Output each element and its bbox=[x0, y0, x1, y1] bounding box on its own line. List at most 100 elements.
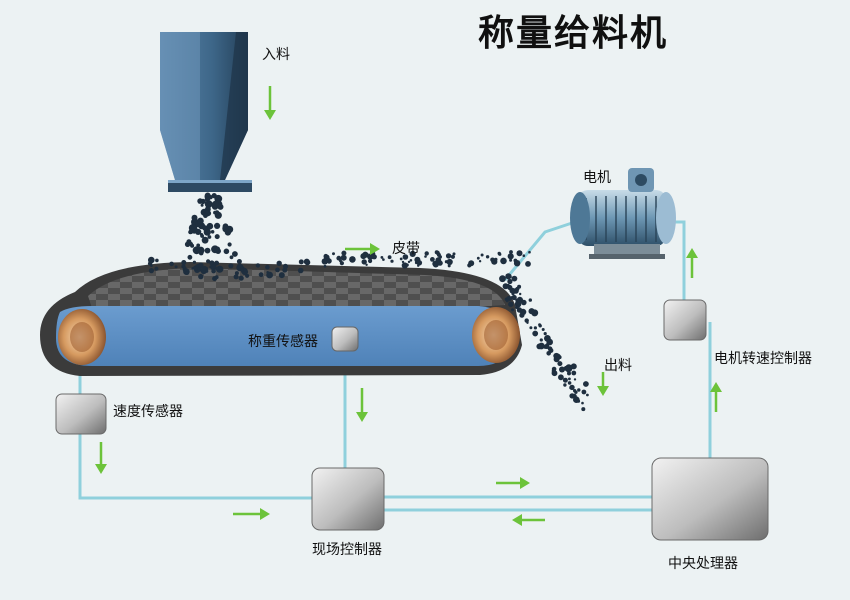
material-particle bbox=[211, 268, 216, 274]
conveyor-belt bbox=[40, 262, 522, 376]
material-particle bbox=[424, 251, 429, 256]
material-particle bbox=[201, 236, 209, 244]
material-particle bbox=[538, 323, 542, 327]
central-processor-label: 中央处理器 bbox=[668, 556, 738, 572]
material-particle bbox=[200, 203, 204, 207]
material-particle bbox=[195, 228, 202, 235]
material-particle bbox=[519, 308, 527, 316]
material-particle bbox=[511, 275, 518, 282]
material-particle bbox=[340, 254, 347, 261]
material-particle bbox=[339, 261, 344, 266]
material-particle bbox=[211, 200, 219, 209]
material-particle bbox=[405, 263, 409, 267]
flow-arrows bbox=[95, 86, 722, 526]
material-particle bbox=[567, 371, 571, 376]
material-particle bbox=[434, 250, 439, 255]
material-particle bbox=[498, 252, 502, 256]
material-particle bbox=[208, 195, 213, 200]
material-particle bbox=[390, 259, 394, 263]
page-title: 称量给料机 bbox=[478, 13, 669, 54]
material-particle bbox=[188, 224, 197, 232]
material-particle bbox=[207, 200, 212, 206]
material-particle bbox=[150, 264, 153, 267]
material-particle bbox=[450, 254, 455, 259]
material-particle bbox=[323, 264, 327, 268]
material-particle bbox=[571, 370, 577, 376]
motor bbox=[570, 168, 676, 259]
material-particle bbox=[490, 257, 495, 263]
material-particle bbox=[399, 257, 403, 261]
material-particle bbox=[573, 389, 577, 393]
belt-label: 皮带 bbox=[392, 241, 420, 257]
feed-hopper bbox=[160, 32, 252, 192]
material-particle bbox=[214, 260, 220, 266]
material-particle bbox=[529, 326, 533, 330]
material-particle bbox=[196, 246, 205, 255]
arrow-right-belt bbox=[345, 243, 380, 255]
material-particle bbox=[506, 283, 510, 288]
material-particle bbox=[519, 292, 522, 296]
material-particle bbox=[202, 199, 206, 204]
field-controller-label: 现场控制器 bbox=[312, 542, 382, 558]
material-particle bbox=[581, 401, 584, 405]
arrow-down-feed bbox=[264, 86, 276, 120]
material-particle bbox=[541, 328, 545, 331]
material-particle bbox=[326, 258, 332, 264]
discharge-label: 出料 bbox=[604, 358, 632, 374]
material-particle bbox=[424, 255, 427, 258]
material-particle bbox=[407, 260, 411, 264]
material-particle bbox=[332, 252, 335, 256]
material-particle bbox=[507, 253, 514, 260]
material-particle bbox=[511, 308, 514, 312]
material-particle bbox=[192, 218, 196, 222]
material-particle bbox=[223, 248, 230, 255]
arrow-left-to-field bbox=[512, 514, 545, 526]
material-particle bbox=[586, 393, 589, 397]
material-particle bbox=[515, 286, 520, 291]
material-particle bbox=[206, 222, 214, 230]
material-particle bbox=[200, 267, 206, 273]
material-particle bbox=[219, 267, 224, 272]
material-particle bbox=[387, 255, 392, 260]
speed-sensor-label: 速度传感器 bbox=[113, 404, 183, 420]
material-particle bbox=[480, 253, 484, 257]
material-particle bbox=[169, 261, 174, 267]
material-particle bbox=[336, 255, 342, 261]
material-particle bbox=[276, 260, 282, 266]
material-particle bbox=[476, 256, 480, 260]
material-particle bbox=[545, 343, 549, 346]
material-particle bbox=[551, 370, 558, 377]
material-particle bbox=[558, 374, 564, 381]
material-particle bbox=[174, 265, 178, 269]
material-particle bbox=[557, 361, 563, 367]
material-particle bbox=[222, 223, 229, 230]
arrow-up-to-msc bbox=[710, 382, 722, 412]
motor-label: 电机 bbox=[583, 170, 611, 186]
material-particle bbox=[573, 378, 577, 381]
material-particle bbox=[258, 272, 264, 278]
material-particle bbox=[516, 250, 523, 257]
central-processor-box bbox=[651, 457, 769, 541]
material-particle bbox=[538, 342, 545, 350]
material-particle bbox=[508, 301, 514, 307]
material-particle bbox=[236, 259, 242, 264]
material-particle bbox=[186, 239, 192, 245]
material-particle bbox=[562, 377, 568, 383]
material-particle bbox=[233, 274, 239, 280]
material-particle bbox=[544, 343, 550, 349]
material-particle bbox=[214, 222, 221, 229]
material-particle bbox=[546, 351, 551, 356]
material-particle bbox=[509, 250, 513, 254]
material-particle bbox=[154, 266, 159, 271]
material-particle bbox=[202, 225, 208, 231]
material-particle bbox=[368, 258, 373, 264]
material-particle bbox=[507, 278, 513, 285]
material-particle bbox=[569, 384, 575, 391]
material-particle bbox=[437, 260, 443, 266]
material-particle bbox=[581, 407, 586, 412]
material-particle bbox=[583, 381, 589, 387]
motor-speed-controller-box bbox=[663, 299, 707, 341]
material-particle bbox=[581, 389, 587, 395]
material-particle bbox=[380, 256, 384, 259]
material-particle bbox=[539, 338, 543, 342]
